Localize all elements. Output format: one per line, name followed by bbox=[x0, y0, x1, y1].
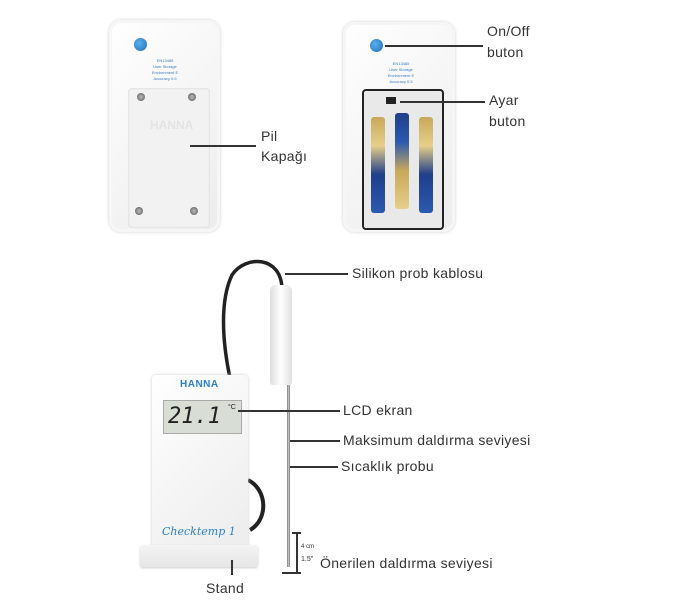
spec-line: User Storage bbox=[153, 64, 177, 69]
depth-cm: 4 cm bbox=[301, 544, 315, 550]
probe-rod bbox=[287, 385, 290, 567]
spec-line: Accuracy 0.5 bbox=[153, 76, 177, 81]
battery-icon bbox=[371, 117, 385, 213]
cable-label: Silikon prob kablosu bbox=[352, 265, 484, 281]
thermometer-body: HANNA 21.1 °C Checktemp 1 bbox=[152, 375, 248, 553]
depth-bracket bbox=[296, 532, 298, 573]
callout-line bbox=[290, 440, 340, 442]
depth-bracket bbox=[292, 532, 301, 534]
on-off-label: buton bbox=[487, 44, 524, 60]
callout-line bbox=[190, 145, 256, 147]
spec-line: EN13485 bbox=[156, 58, 174, 63]
battery-cover-label: Pil bbox=[261, 128, 278, 144]
screw-icon bbox=[190, 207, 198, 215]
battery-icon bbox=[395, 113, 409, 209]
battery-cover-label: Kapağı bbox=[261, 148, 308, 164]
cover-brand-emboss: HANNA bbox=[150, 118, 194, 132]
callout-line bbox=[290, 466, 338, 468]
callout-line bbox=[385, 45, 483, 47]
screw-icon bbox=[137, 93, 145, 101]
callout-line bbox=[231, 560, 233, 575]
battery-compartment bbox=[362, 89, 444, 230]
model-name: Checktemp 1 bbox=[162, 525, 236, 538]
device-back-open: EN13485 User Storage Environment E Accur… bbox=[343, 22, 455, 232]
probe-label: Sıcaklık probu bbox=[341, 458, 434, 474]
max-depth-label: Maksimum daldırma seviyesi bbox=[343, 432, 531, 448]
set-button-label: Ayar bbox=[489, 92, 519, 108]
lcd-display: 21.1 °C bbox=[163, 400, 242, 434]
set-button-label: buton bbox=[489, 113, 526, 129]
device-back-covered: EN13485 User Storage Environment E Accur… bbox=[109, 20, 220, 232]
lcd-unit: °C bbox=[228, 404, 236, 411]
screw-icon bbox=[135, 207, 143, 215]
lcd-value: 21.1 bbox=[168, 404, 221, 429]
brand-logo: HANNA bbox=[180, 379, 219, 390]
on-off-label: On/Off bbox=[487, 23, 530, 39]
lcd-label: LCD ekran bbox=[343, 402, 413, 418]
battery-icon bbox=[419, 117, 433, 213]
stand bbox=[140, 545, 258, 567]
recommended-depth-label: Önerilen daldırma seviyesi bbox=[320, 555, 493, 571]
spec-line: EN13485 bbox=[392, 61, 410, 66]
set-button-icon bbox=[386, 97, 396, 104]
spec-line: Accuracy 0.5 bbox=[389, 79, 413, 84]
spec-text: EN13485 User Storage Environment E Accur… bbox=[137, 58, 193, 82]
callout-line bbox=[238, 410, 340, 412]
depth-inch: 1.5" bbox=[301, 556, 314, 563]
probe-handle bbox=[270, 285, 292, 385]
screw-icon bbox=[188, 93, 196, 101]
on-off-button-icon bbox=[370, 39, 383, 52]
spec-text: EN13485 User Storage Environment E Accur… bbox=[373, 61, 429, 85]
callout-line bbox=[285, 273, 348, 275]
depth-bracket bbox=[282, 572, 301, 574]
on-off-button-icon bbox=[134, 38, 147, 51]
battery-cover: HANNA bbox=[128, 88, 210, 228]
callout-line bbox=[400, 101, 485, 103]
spec-line: User Storage bbox=[389, 67, 413, 72]
spec-line: Environment E bbox=[387, 73, 415, 78]
spec-line: Environment E bbox=[151, 70, 179, 75]
stand-label: Stand bbox=[206, 580, 245, 596]
